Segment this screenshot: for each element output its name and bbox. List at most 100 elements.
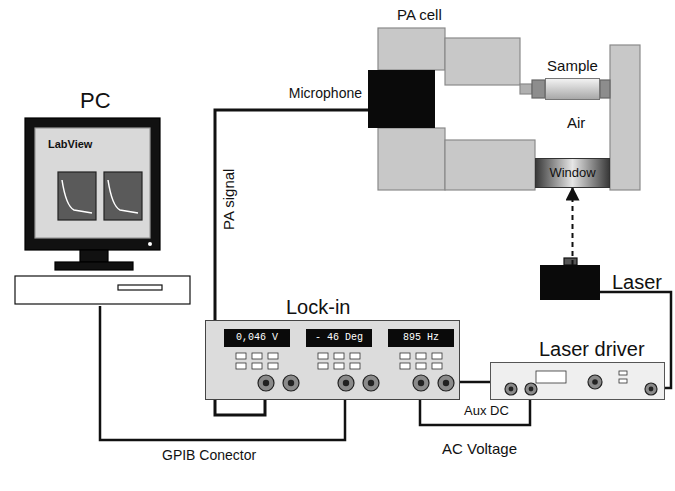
power-led — [148, 242, 152, 246]
terminal-connector — [645, 383, 657, 395]
panel-button — [619, 371, 627, 375]
terminal-connector — [505, 383, 517, 395]
panel-button — [268, 353, 278, 359]
laser-driver-box: Laser driver — [490, 362, 665, 400]
terminal-pin — [443, 380, 449, 386]
cable-wire — [460, 381, 490, 384]
sample-holder — [532, 80, 545, 98]
terminal-pin — [592, 379, 598, 385]
cell-block — [378, 28, 445, 70]
cable-wire — [215, 110, 368, 415]
panel-button — [334, 353, 344, 359]
terminal-connector — [438, 375, 454, 391]
terminal-pin — [343, 380, 349, 386]
node-text: LabView — [48, 138, 92, 151]
terminal-pin — [509, 387, 514, 392]
monitor-stand — [80, 250, 108, 262]
node-text: - 46 Deg — [315, 332, 363, 344]
node-heading: PC — [80, 88, 111, 113]
sample-bar: Sample — [545, 78, 600, 100]
terminal-pin — [368, 380, 374, 386]
panel-button — [334, 363, 344, 369]
cell-block — [445, 140, 535, 190]
plot-window — [58, 172, 96, 220]
panel-button — [318, 353, 328, 359]
node-heading: Laser — [612, 271, 662, 294]
panel-button — [416, 353, 426, 359]
cell-block — [610, 45, 640, 190]
cable-wire — [100, 306, 345, 440]
panel-button — [318, 363, 328, 369]
panel-button — [350, 353, 360, 359]
panel-details — [491, 363, 666, 401]
panel-button — [252, 353, 262, 359]
signal-label: Aux DC — [462, 404, 511, 419]
signal-label: AC Voltage — [440, 440, 519, 457]
terminal-pin — [418, 380, 424, 386]
monitor-base — [55, 262, 133, 270]
panel-button — [416, 363, 426, 369]
panel-button — [268, 363, 278, 369]
node-heading: Sample — [547, 57, 598, 74]
panel-button — [400, 353, 410, 359]
part-label: Air — [565, 114, 587, 131]
display-window: 895 Hz — [388, 329, 454, 347]
terminal-pin — [288, 380, 294, 386]
panel-button — [400, 363, 410, 369]
terminal-pin — [263, 380, 269, 386]
plot-curve — [108, 180, 138, 213]
terminal-pin — [649, 387, 654, 392]
cell-block — [378, 128, 445, 190]
panel-button — [432, 353, 442, 359]
cell-block — [445, 38, 520, 85]
microphone-block: Microphone — [368, 70, 435, 128]
terminal-connector — [283, 375, 299, 391]
laser-beam — [572, 188, 574, 265]
terminal-connector — [413, 375, 429, 391]
panel-button — [432, 363, 442, 369]
laser-box: Laser — [540, 265, 600, 300]
terminal-connector — [338, 375, 354, 391]
cable-wire — [600, 292, 671, 388]
window-box: Window — [535, 158, 610, 188]
signal-label: GPIB Conector — [160, 447, 258, 463]
drive-slot — [118, 285, 162, 290]
node-heading: Microphone — [289, 85, 362, 101]
terminal-connector — [588, 375, 602, 389]
panel-button — [236, 363, 246, 369]
part-label: PA cell — [395, 6, 444, 23]
node-text: 0,046 V — [236, 332, 278, 344]
terminal-connector — [525, 383, 537, 395]
laser-connector — [564, 258, 577, 265]
monitor-frame — [25, 118, 160, 250]
signal-label: PA signal — [220, 167, 237, 232]
cable-wire — [420, 400, 530, 425]
lockin-box: Lock-in0,046 V- 46 Deg895 Hz — [205, 320, 460, 400]
pc-monitor: PC LabView — [12, 88, 192, 306]
monitor-screen — [35, 128, 150, 238]
plot-window — [104, 172, 142, 220]
node-heading: Lock-in — [286, 296, 350, 319]
terminal-pin — [529, 387, 534, 392]
panel-button — [350, 363, 360, 369]
panel-button — [619, 379, 627, 383]
sample-holder — [600, 80, 610, 98]
display-window: - 46 Deg — [306, 329, 372, 347]
node-heading: Laser driver — [539, 338, 645, 361]
panel-button — [252, 363, 262, 369]
panel-button — [236, 353, 246, 359]
plot-curve — [62, 180, 92, 213]
node-text: 895 Hz — [403, 332, 439, 344]
node-text: Window — [549, 166, 595, 181]
pc-tower — [15, 276, 190, 304]
terminal-connector — [258, 375, 274, 391]
terminal-connector — [363, 375, 379, 391]
display-window: 0,046 V — [224, 329, 290, 347]
sample-holder — [520, 84, 532, 94]
panel-button — [536, 371, 566, 383]
panel-details — [206, 321, 461, 401]
